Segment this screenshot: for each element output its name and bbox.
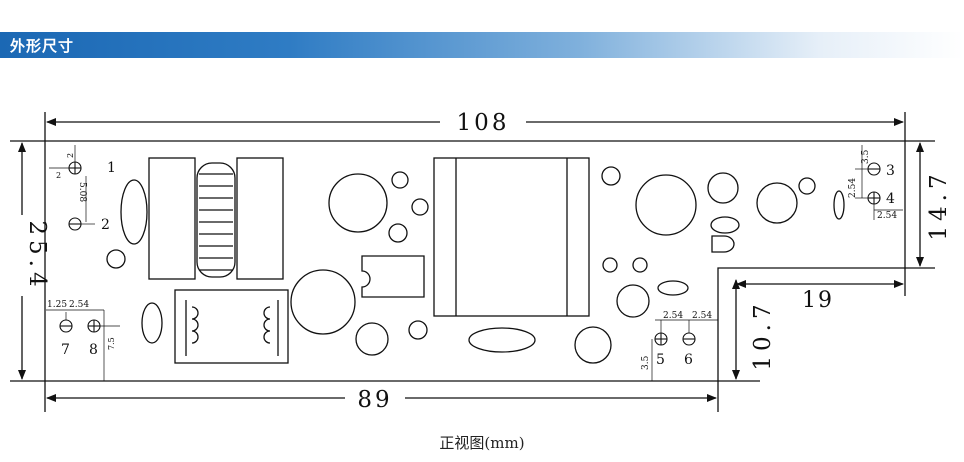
dim-small-pin1-y: 2 — [56, 171, 61, 180]
dim-small-pin1-x: 2 — [66, 153, 75, 158]
view-caption: 正视图(mm) — [439, 434, 525, 452]
dim-small-pin12-dy: 5.08 — [77, 182, 87, 202]
board-outline — [44, 140, 906, 382]
pin-1 — [68, 161, 82, 175]
pin-4 — [867, 191, 881, 205]
dim-label-14-7: 14.7 — [926, 169, 952, 240]
dim-label-19: 19 — [802, 288, 834, 313]
pin-label-1: 1 — [107, 160, 116, 176]
pin-label-2: 2 — [101, 217, 110, 233]
pin-label-7: 7 — [61, 342, 70, 358]
dim-small-pin56-dx-b: 2.54 — [692, 311, 712, 321]
pin-label-4: 4 — [886, 191, 895, 207]
pin-7 — [59, 319, 73, 333]
dim-small-pin56-y: 3.5 — [641, 355, 651, 370]
pin-label-8: 8 — [89, 342, 98, 358]
dim-label-108: 108 — [457, 110, 510, 136]
pin-6 — [682, 332, 696, 346]
dim-small-pin34-dy: 2.54 — [848, 178, 858, 198]
dim-small-pin56-dx-a: 2.54 — [663, 311, 683, 321]
dim-label-25-4: 25.4 — [24, 220, 50, 291]
dim-small-pin78-dx: 2.54 — [69, 300, 89, 310]
dim-small-pin34-dy-b: 2.54 — [877, 211, 897, 221]
dim-label-10-7: 10.7 — [750, 299, 776, 370]
pin-label-3: 3 — [886, 163, 895, 179]
pin-2 — [68, 217, 82, 231]
section-title: 外形尺寸 — [10, 37, 75, 55]
pin-8 — [87, 319, 101, 333]
dim-label-89: 89 — [357, 387, 392, 413]
pin-label-5: 5 — [656, 352, 665, 368]
pin-label-6: 6 — [684, 352, 693, 368]
dim-small-pin78-y: 7.5 — [107, 337, 116, 350]
pin-5 — [654, 332, 668, 346]
dim-small-pin34-dx: 3.5 — [861, 149, 871, 164]
section-header-bar: 外形尺寸 — [0, 32, 964, 58]
dim-small-pin78-x: 1.25 — [47, 300, 67, 310]
